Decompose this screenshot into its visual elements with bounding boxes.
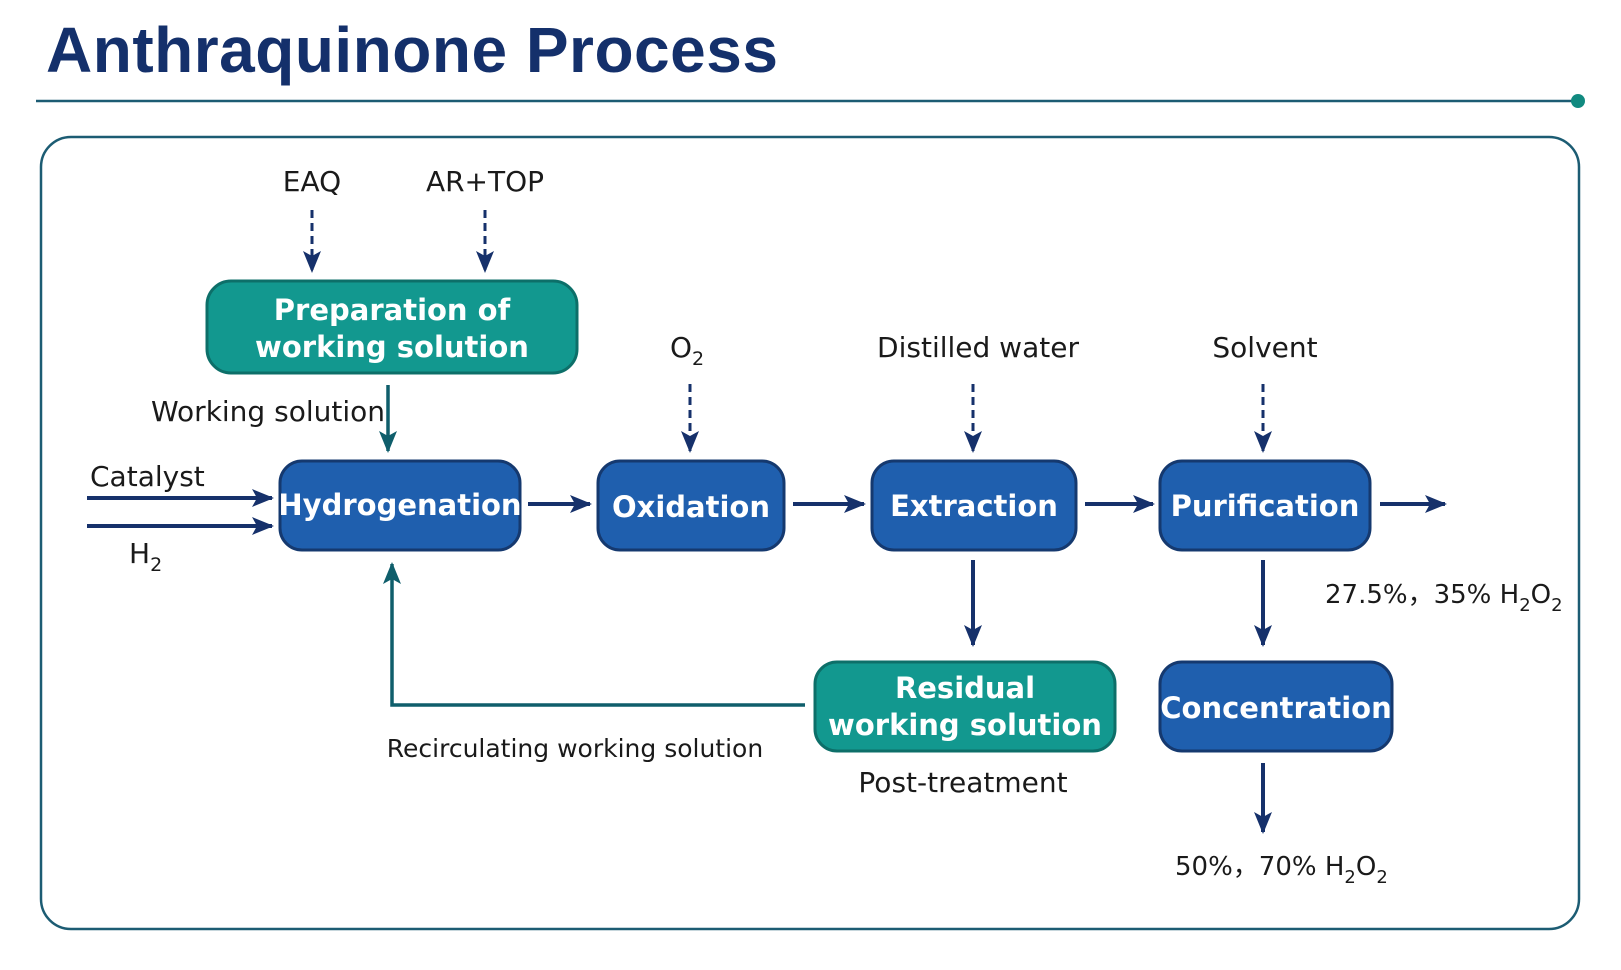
box-concentration-label: Concentration	[1160, 691, 1391, 725]
box-preparation-line1: Preparation of	[274, 293, 511, 327]
title-underline-dot	[1571, 94, 1585, 108]
box-concentration: Concentration	[1158, 660, 1394, 753]
input-label-o2: O2	[670, 331, 704, 370]
label-post-treatment: Post-treatment	[858, 766, 1067, 799]
box-extraction-label: Extraction	[890, 489, 1058, 523]
box-hydrogenation: Hydrogenation	[278, 459, 522, 552]
input-label-eaq: EAQ	[283, 165, 341, 198]
box-residual-line1: Residual	[895, 671, 1035, 705]
label-working-solution: Working solution	[151, 395, 385, 428]
box-purification: Purification	[1158, 459, 1372, 552]
box-oxidation: Oxidation	[596, 459, 786, 552]
label-product-2: 50%，70% H2O2	[1175, 852, 1388, 888]
box-preparation: Preparation of working solution	[205, 279, 579, 375]
box-preparation-line2: working solution	[255, 330, 529, 364]
diagram-frame	[39, 135, 1581, 931]
label-recirculating: Recirculating working solution	[387, 734, 763, 763]
box-oxidation-label: Oxidation	[612, 490, 770, 524]
box-residual-line2: working solution	[828, 708, 1102, 742]
page-title: Anthraquinone Process	[46, 14, 779, 86]
input-label-ar-top: AR+TOP	[426, 165, 544, 198]
box-residual: Residual working solution	[813, 660, 1117, 753]
arrow-recirculation-to-hydrogenation	[383, 562, 805, 707]
label-product-1: 27.5%，35% H2O2	[1325, 580, 1563, 616]
box-purification-label: Purification	[1171, 489, 1360, 523]
input-label-distilled-water: Distilled water	[877, 331, 1079, 364]
input-label-catalyst: Catalyst	[90, 460, 205, 493]
input-label-h2: H2	[129, 537, 162, 576]
box-extraction: Extraction	[870, 459, 1078, 552]
input-label-solvent: Solvent	[1212, 331, 1317, 364]
box-hydrogenation-label: Hydrogenation	[278, 488, 521, 522]
